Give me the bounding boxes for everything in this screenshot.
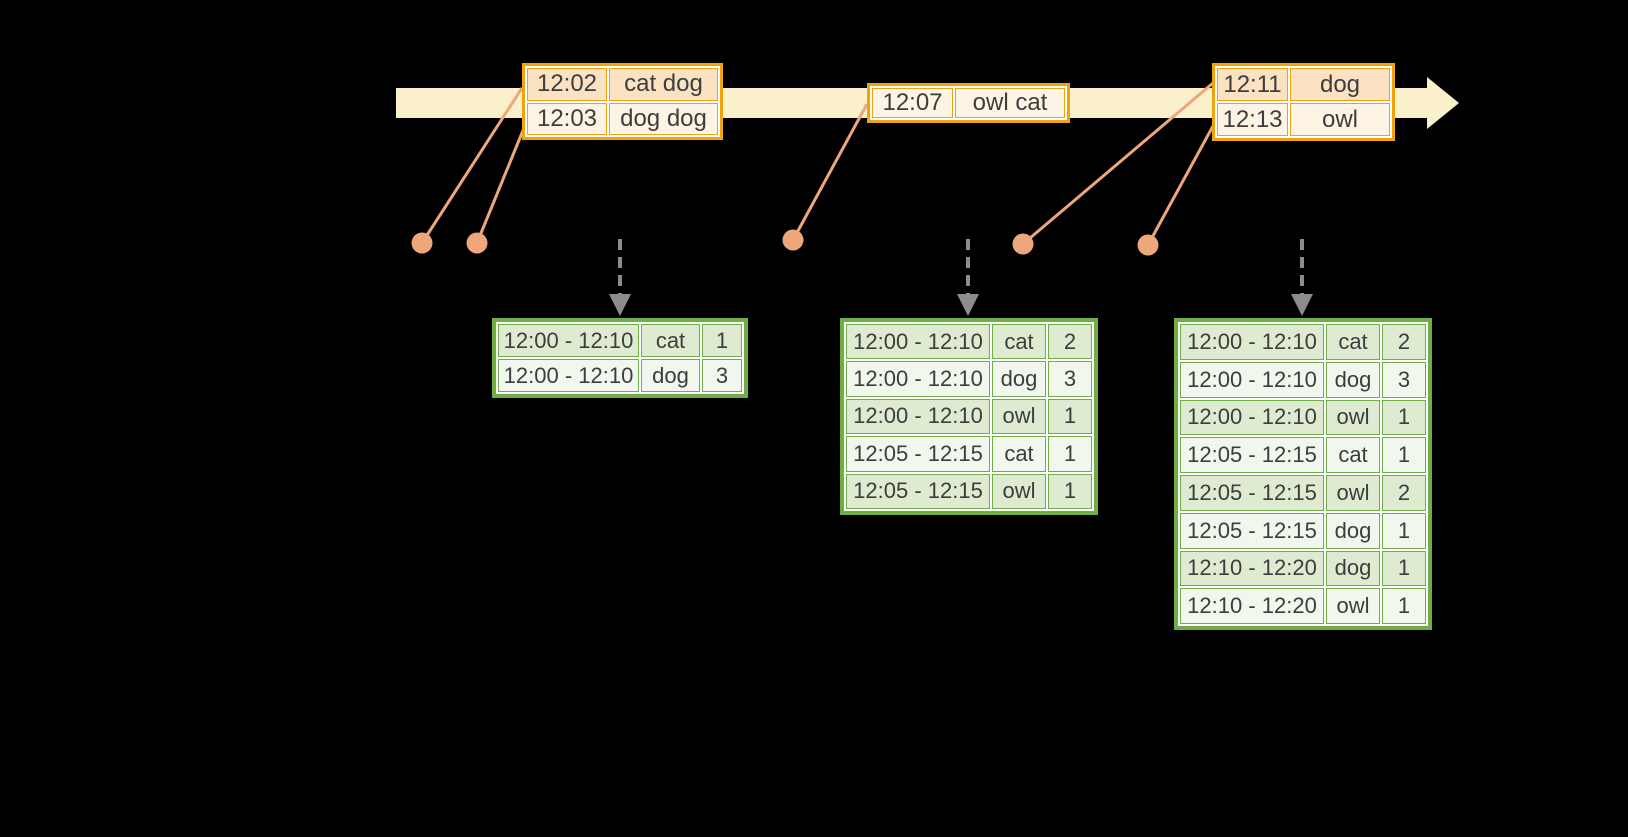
word: dog	[641, 359, 700, 392]
count: 1	[1382, 399, 1426, 436]
event-dot	[1012, 233, 1034, 255]
window-range: 12:00 - 12:10	[498, 324, 639, 357]
event-words: owl	[1290, 103, 1390, 136]
count: 1	[1048, 436, 1092, 472]
count: 1	[1382, 550, 1426, 587]
event-words: dog dog	[609, 102, 718, 135]
result-table-2: 12:00 - 12:10 cat 2 12:00 - 12:10 dog 3 …	[840, 318, 1098, 515]
window-range: 12:05 - 12:15	[846, 473, 990, 509]
window-range: 12:05 - 12:15	[1180, 475, 1324, 511]
count: 1	[1382, 588, 1426, 624]
timeline-arrowhead-icon	[1427, 77, 1459, 129]
event-table-1: 12:02 cat dog 12:03 dog dog	[522, 63, 723, 140]
count: 3	[1048, 361, 1092, 397]
event-link-line	[475, 127, 526, 244]
event-time: 12:02	[527, 68, 607, 101]
word: cat	[1326, 437, 1380, 473]
trigger-arrow-icon	[1291, 239, 1313, 316]
trigger-arrow-icon	[609, 239, 631, 316]
count: 3	[1382, 361, 1426, 398]
count: 1	[1048, 473, 1092, 509]
window-range: 12:05 - 12:15	[1180, 512, 1324, 549]
count: 1	[1382, 512, 1426, 549]
event-words: dog	[1290, 68, 1390, 101]
window-range: 12:00 - 12:10	[1180, 361, 1324, 398]
window-range: 12:00 - 12:10	[846, 398, 990, 435]
window-range: 12:10 - 12:20	[1180, 588, 1324, 624]
event-words: owl cat	[955, 88, 1065, 118]
window-range: 12:00 - 12:10	[846, 361, 990, 397]
word: owl	[992, 398, 1046, 435]
event-time: 12:03	[527, 102, 607, 135]
event-link-line	[1022, 81, 1214, 246]
event-dot	[782, 229, 804, 251]
window-range: 12:00 - 12:10	[1180, 324, 1324, 360]
window-range: 12:05 - 12:15	[846, 436, 990, 472]
word: dog	[1326, 550, 1380, 587]
word: cat	[641, 324, 700, 357]
window-range: 12:00 - 12:10	[846, 324, 990, 360]
word: dog	[1326, 512, 1380, 549]
window-range: 12:00 - 12:10	[498, 359, 639, 392]
event-time: 12:11	[1217, 68, 1288, 101]
count: 2	[1048, 324, 1092, 360]
event-time: 12:07	[872, 88, 953, 118]
word: cat	[1326, 324, 1380, 360]
count: 3	[702, 359, 742, 392]
word: owl	[1326, 588, 1380, 624]
count: 2	[1382, 475, 1426, 511]
word: owl	[992, 473, 1046, 509]
event-link-line	[1146, 125, 1215, 246]
count: 1	[702, 324, 742, 357]
window-range: 12:10 - 12:20	[1180, 550, 1324, 587]
word: cat	[992, 324, 1046, 360]
event-dot	[466, 232, 488, 254]
count: 2	[1382, 324, 1426, 360]
result-table-3: 12:00 - 12:10 cat 2 12:00 - 12:10 dog 3 …	[1174, 318, 1432, 630]
event-dot	[411, 232, 433, 254]
event-words: cat dog	[609, 68, 718, 101]
result-table-1: 12:00 - 12:10 cat 1 12:00 - 12:10 dog 3	[492, 318, 748, 398]
event-dot	[1137, 234, 1159, 256]
event-time: 12:13	[1217, 103, 1288, 136]
trigger-arrow-icon	[957, 239, 979, 316]
count: 1	[1048, 398, 1092, 435]
window-range: 12:05 - 12:15	[1180, 437, 1324, 473]
event-table-3: 12:11 dog 12:13 owl	[1212, 63, 1395, 141]
event-table-2: 12:07 owl cat	[867, 83, 1070, 123]
word: dog	[1326, 361, 1380, 398]
word: dog	[992, 361, 1046, 397]
event-link-line	[791, 103, 869, 241]
word: owl	[1326, 475, 1380, 511]
count: 1	[1382, 437, 1426, 473]
word: owl	[1326, 399, 1380, 436]
event-link-line	[420, 87, 524, 244]
word: cat	[992, 436, 1046, 472]
window-range: 12:00 - 12:10	[1180, 399, 1324, 436]
